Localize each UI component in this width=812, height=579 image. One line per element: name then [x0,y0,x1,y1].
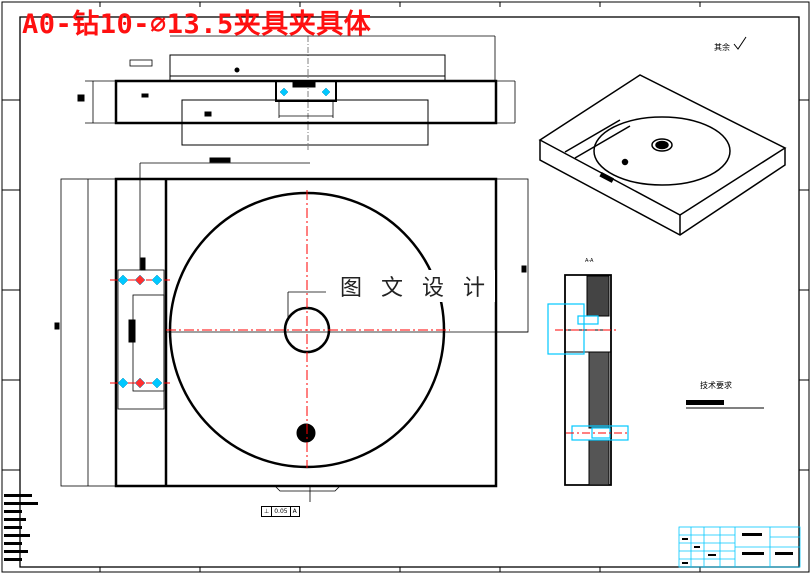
tolerance-frame: ⊥ 0.05 A [261,506,300,517]
tolerance-datum: A [292,508,297,515]
tolerance-value: 0.05 [272,507,291,516]
remaining-surface-label: 其余 [714,43,730,52]
tolerance-symbol: ⊥ [262,507,273,516]
zone-marks [2,2,809,572]
watermark-text: 图 文 设 计 [336,270,495,302]
title-block [678,526,801,568]
plan-view-fixture-pins [117,274,163,389]
drawing-title: A0-钻10-⌀13.5夹具夹具体 [22,9,372,40]
section-view-centerlines [555,329,630,434]
top-view [77,35,516,150]
top-view-fixture-pins [279,87,331,97]
tech-requirements-label: 技术要求 [700,381,732,390]
plan-view [54,157,529,502]
surface-finish-mark [733,36,747,50]
isometric-view [538,74,787,236]
revision-marks [4,494,38,561]
section-label: A-A [585,258,594,264]
inner-border [19,16,800,568]
title-block-fills [682,533,793,564]
tech-lines [686,400,764,409]
section-view [564,274,612,486]
plan-view-centerlines [110,190,450,468]
section-view-fixture [547,303,629,441]
